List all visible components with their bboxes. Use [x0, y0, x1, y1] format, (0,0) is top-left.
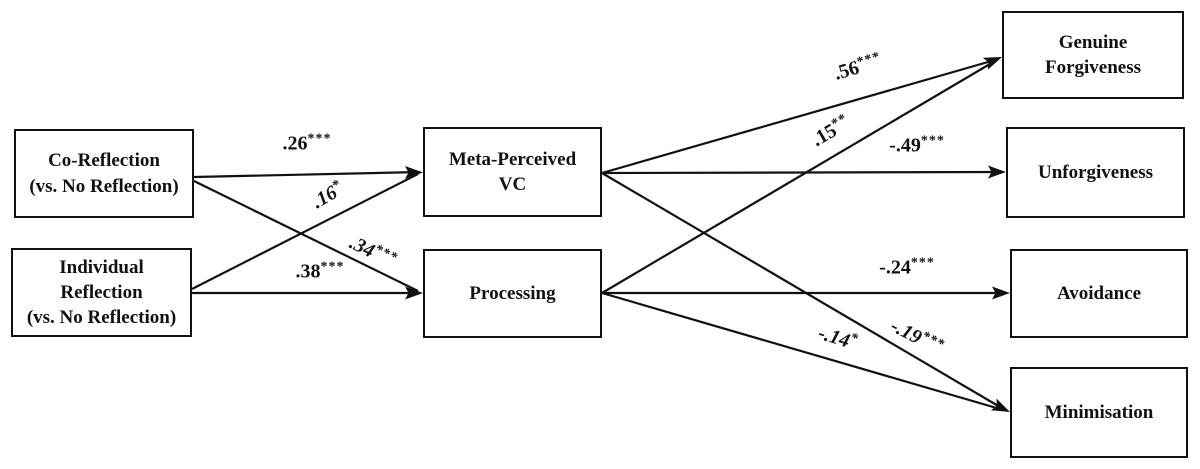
significance-stars: *** — [307, 131, 332, 147]
significance-stars: *** — [320, 259, 345, 275]
node-label-line: VC — [498, 174, 527, 195]
node-label-line: (vs. No Reflection) — [29, 175, 179, 197]
significance-stars: *** — [910, 255, 935, 271]
path-individual-to-mpvc — [191, 173, 419, 290]
node-label-line: Forgiveness — [1044, 57, 1142, 78]
node-processing: Processing — [423, 249, 602, 338]
node-co-reflection: Co-Reflection (vs. No Reflection) — [14, 129, 194, 218]
arrowhead-genuine — [982, 57, 1002, 70]
coef-mpvc-unforgiveness: -.49*** — [889, 133, 945, 157]
node-label-line: Co-Reflection — [48, 150, 160, 172]
arrowhead-processing — [405, 286, 423, 300]
arrowhead-avoidance — [992, 286, 1010, 300]
node-label-line: Avoidance — [1056, 282, 1142, 304]
coef-processing-avoidance: -.24*** — [879, 255, 935, 279]
coef-co-reflection-mpvc: .26*** — [282, 131, 332, 155]
node-label-line: Individual — [59, 256, 144, 278]
node-label-line: (vs. No Reflection) — [26, 307, 177, 329]
node-label-line: Processing — [469, 282, 556, 304]
path-mpvc-to-minimisation — [601, 172, 1001, 408]
arrowhead-mpvc — [405, 166, 423, 179]
arrowhead-unforgiveness — [988, 165, 1006, 179]
node-minimisation: Minimisation — [1010, 367, 1188, 458]
node-avoidance: Avoidance — [1010, 249, 1188, 338]
path-mpvc-to-unforgiveness — [601, 170, 1003, 175]
node-genuine-forgiveness: Genuine Forgiveness — [1002, 11, 1184, 99]
path-co-reflection-to-mpvc — [193, 170, 421, 179]
path-processing-to-minimisation — [601, 291, 1001, 411]
coef-individual-processing: .38*** — [295, 259, 345, 283]
node-label-line: Reflection — [60, 281, 143, 303]
node-unforgiveness: Unforgiveness — [1006, 127, 1185, 218]
node-label-line: Genuine — [1058, 31, 1128, 53]
node-label-line: Minimisation — [1044, 401, 1154, 423]
node-label-line: Meta-Perceived — [448, 148, 577, 170]
node-individual-reflection: Individual Reflection (vs. No Reflection… — [11, 248, 192, 337]
path-mpvc-to-genuine — [601, 58, 996, 175]
significance-stars: *** — [920, 133, 945, 149]
path-processing-to-genuine — [601, 60, 996, 294]
node-label-line: Unforgiveness — [1037, 161, 1154, 183]
significance-stars: *** — [855, 49, 883, 71]
node-meta-perceived-vc: Meta-Perceived VC — [423, 127, 602, 217]
path-co-reflection-to-processing — [193, 180, 419, 292]
arrowhead-minimisation — [990, 398, 1010, 412]
